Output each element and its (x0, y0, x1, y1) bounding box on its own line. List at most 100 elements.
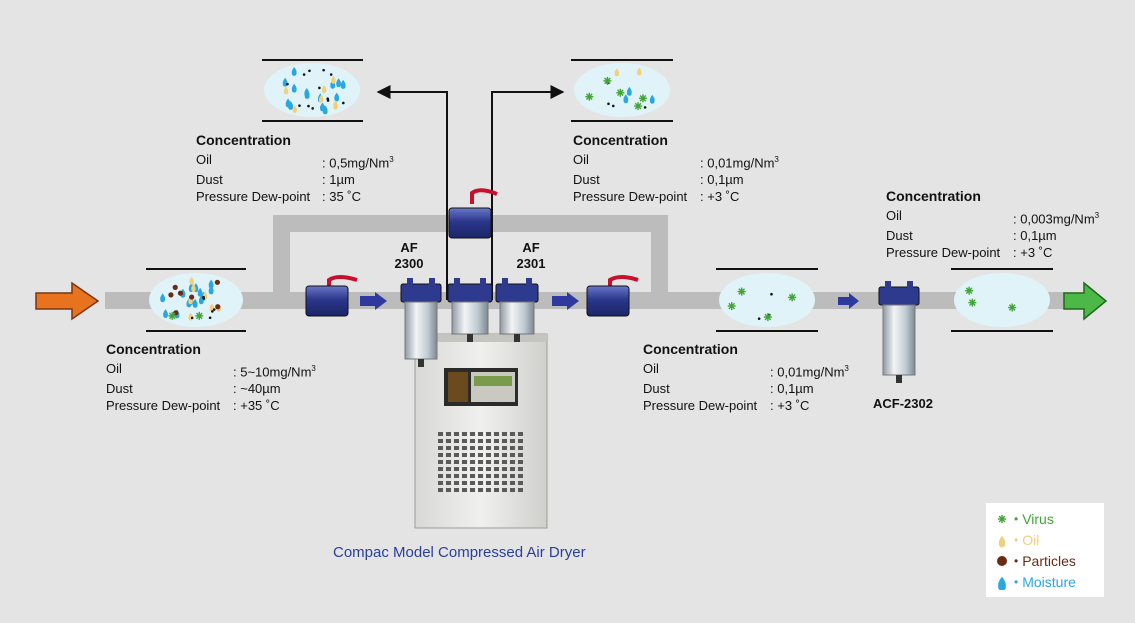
particle-icon (302, 73, 306, 76)
concentration-title: Concentration (643, 341, 738, 357)
concentration-value: : +3 ˚C (700, 189, 740, 205)
particle-icon (168, 292, 174, 298)
concentration-key: Pressure Dew-point (886, 245, 1001, 261)
drop-icon (334, 92, 340, 102)
concentration-key: Pressure Dew-point (643, 398, 758, 414)
label-acf-2302: ACF-2302 (873, 396, 933, 411)
concentration-value: : +3 ˚C (1013, 245, 1053, 261)
concentration-row: Pressure Dew-point: 35 ˚C (196, 188, 394, 205)
concentration-key: Oil (643, 361, 659, 376)
valve-inlet-icon (305, 275, 358, 317)
legend-label: Virus (1022, 511, 1054, 527)
legend-bullet: • (1014, 533, 1019, 547)
concentration-row: Pressure Dew-point : +3 ˚C (573, 188, 779, 205)
oil-drop-icon (998, 535, 1006, 548)
concentration-row: Pressure Dew-point : +3 ˚C (643, 397, 849, 414)
chamber-outlet (951, 268, 1053, 332)
drop-icon (333, 101, 338, 110)
concentration-row: Dust: 0,1µm (643, 380, 849, 397)
virus-icon (634, 102, 642, 110)
particle-icon (611, 104, 615, 108)
drop-icon (336, 78, 342, 88)
particle-icon (208, 316, 212, 320)
drop-icon (649, 94, 655, 104)
flow-arrows (360, 292, 859, 310)
outlet-arrow-icon (1063, 281, 1108, 321)
drop-icon (208, 279, 214, 289)
concentration-value: : 0,01mg/Nm3 (700, 155, 779, 171)
legend: •Virus•Oil•Particles•Moisture (986, 503, 1104, 597)
legend-item-oil: •Oil (994, 530, 1039, 550)
chamber-top-left (262, 59, 363, 122)
concentration-value: : 35 ˚C (322, 189, 362, 205)
particle-icon (643, 106, 647, 109)
particle-icon (177, 290, 184, 296)
concentration-row: Dust : 0,1µm (886, 227, 1099, 244)
inlet-arrow-icon (35, 281, 100, 321)
dryer-caption: Compac Model Compressed Air Dryer (333, 544, 586, 561)
legend-bullet: • (1014, 575, 1019, 589)
particle-icon (329, 73, 333, 76)
concentration-row: Oil: 0,5mg/Nm3 (196, 151, 394, 171)
particle-icon (202, 297, 205, 300)
concentration-value: : 0,1µm (770, 381, 814, 397)
concentration-row: Oil: 0,003mg/Nm3 (886, 207, 1099, 227)
virus-icon (728, 302, 736, 310)
chamber-inlet (146, 268, 246, 332)
concentration-title: Concentration (196, 132, 291, 148)
drop-icon (160, 293, 166, 303)
concentration-key: Dust (106, 381, 133, 397)
valve-outlet-icon (586, 275, 639, 317)
concentration-key: Oil (106, 361, 122, 376)
flow-arrow-icon (838, 293, 859, 309)
concentration-value: : 1µm (322, 172, 355, 188)
drop-icon (291, 83, 297, 93)
concentration-title: Concentration (106, 341, 201, 357)
filters (400, 278, 920, 383)
concentration-row: Oil: 0,01mg/Nm3 (643, 360, 849, 380)
concentration-value: : 0,003mg/Nm3 (1013, 211, 1100, 227)
particle-icon (190, 316, 194, 320)
concentration-value: : 0,1µm (1013, 228, 1057, 244)
chamber-top-right (571, 59, 673, 122)
legend-bullet: • (1014, 554, 1019, 568)
drop-icon (197, 287, 203, 297)
concentration-value: : ~40µm (233, 381, 281, 397)
legend-item-moisture: •Moisture (994, 572, 1076, 592)
concentration-key: Dust (196, 172, 223, 188)
drop-icon (623, 94, 629, 104)
concentration-key: Dust (886, 228, 913, 244)
concentration-key: Oil (196, 152, 212, 167)
drop-icon (322, 85, 327, 94)
concentration-key: Pressure Dew-point (106, 398, 221, 414)
filter-icon (495, 278, 539, 342)
particle-icon (308, 69, 311, 73)
legend-label: Moisture (1022, 574, 1076, 590)
concentration-value: : 5~10mg/Nm3 (233, 364, 316, 380)
filter-icon (447, 278, 493, 342)
concentration-key: Pressure Dew-point (573, 189, 688, 205)
particle-icon (997, 556, 1007, 566)
drop-icon (191, 283, 196, 292)
concentration-value: : +3 ˚C (770, 398, 810, 414)
concentration-row: Pressure Dew-point : +3 ˚C (886, 244, 1099, 261)
concentration-row: Oil : 5~10mg/Nm3 (106, 360, 316, 380)
concentration-row: Dust : 1µm (196, 171, 394, 188)
drop-icon (304, 87, 310, 97)
virus-icon (617, 89, 624, 97)
particle-icon (607, 102, 610, 106)
concentration-row: Oil: 0,01mg/Nm3 (573, 151, 779, 171)
particle-icon (214, 279, 220, 285)
virus-icon (764, 313, 772, 321)
concentration-title: Concentration (886, 188, 981, 204)
flow-arrow-icon (360, 292, 387, 310)
virus-icon (788, 294, 796, 301)
concentration-value: : +35 ˚C (233, 398, 280, 414)
drop-icon (189, 276, 194, 285)
